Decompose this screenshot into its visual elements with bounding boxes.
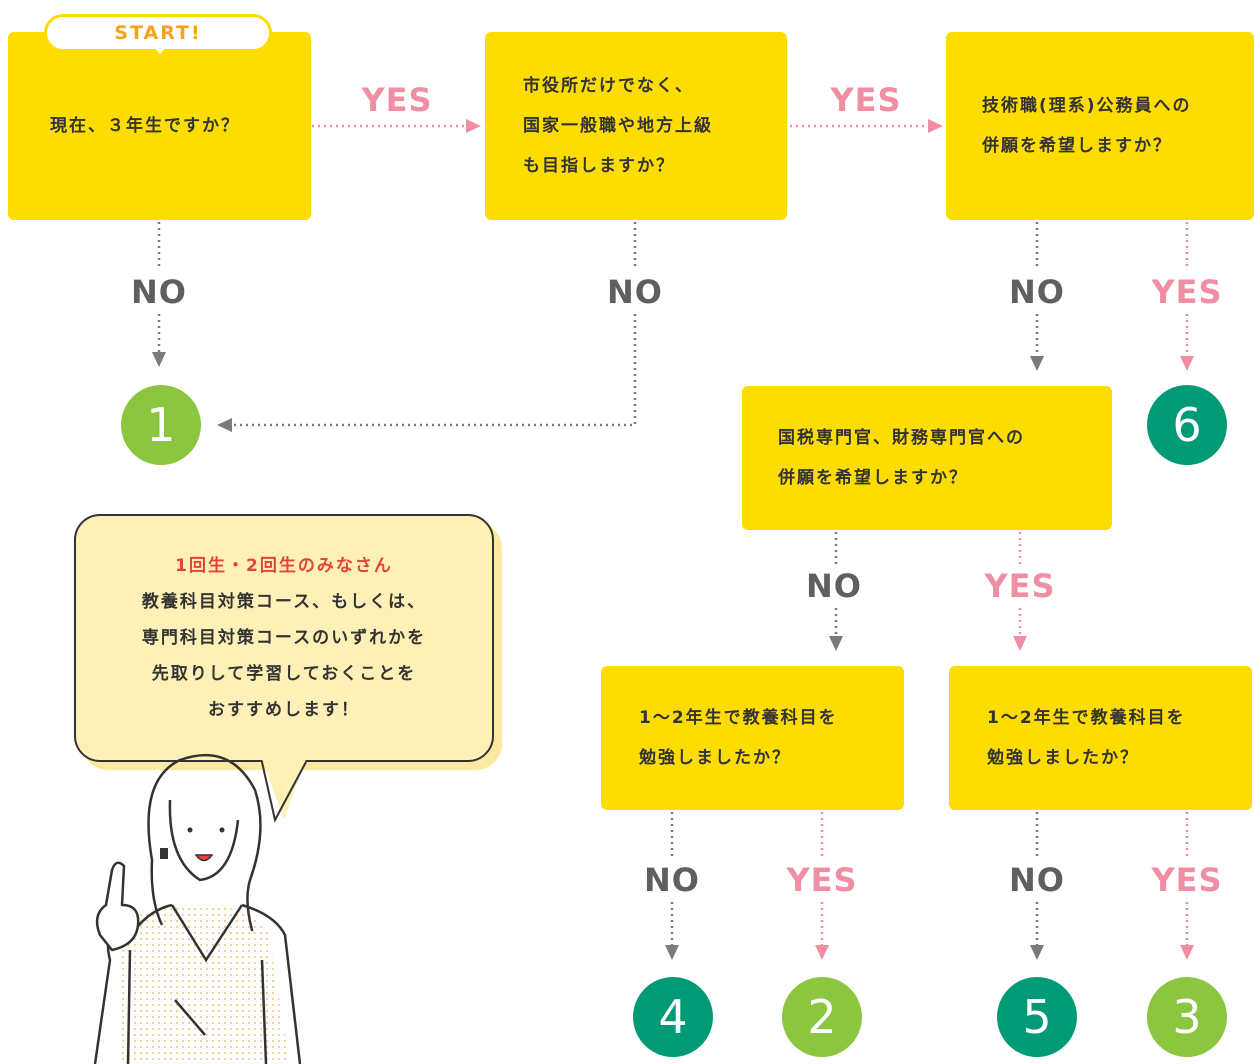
arrowhead-q6-no xyxy=(1030,945,1044,960)
result-2: 2 xyxy=(782,977,862,1057)
question-box-3: 技術職(理系)公務員への 併願を希望しますか？ xyxy=(946,32,1254,220)
question-box-6: 1〜2年生で教養科目を 勉強しましたか？ xyxy=(949,666,1252,810)
woman-eye-right xyxy=(219,827,225,833)
woman-collar xyxy=(170,904,244,963)
question-box-5: 1〜2年生で教養科目を 勉強しましたか？ xyxy=(601,666,904,810)
woman-hair xyxy=(147,753,262,932)
question-6-line-2: 勉強しましたか？ xyxy=(987,748,1139,768)
woman-arm-right xyxy=(260,959,268,1064)
woman-shirt-right xyxy=(206,905,290,1064)
result-1: 1 xyxy=(121,385,201,465)
woman-mouth xyxy=(194,854,214,862)
label-q2-yes: YES xyxy=(830,81,902,119)
arrowhead-q1-yes xyxy=(466,119,481,133)
speech-bubble-tail-outline xyxy=(261,761,307,823)
question-5-line-2: 勉強しましたか？ xyxy=(639,748,791,768)
arrowhead-q5-no xyxy=(665,945,679,960)
woman-face xyxy=(168,799,240,882)
question-box-1: 現在、３年生ですか？ xyxy=(8,32,311,220)
result-4: 4 xyxy=(633,977,713,1057)
question-2-line-2: 国家一般職や地方上級 xyxy=(523,116,713,136)
speech-bubble: 1回生・2回生のみなさん 教養科目対策コース、もしくは、 専門科目対策コースのい… xyxy=(74,514,494,762)
woman-body-left xyxy=(126,949,132,1064)
bubble-line-1: 教養科目対策コース、もしくは、 xyxy=(141,592,427,612)
woman-hair-left xyxy=(150,859,164,926)
question-3-line-2: 併願を希望しますか？ xyxy=(982,136,1172,156)
question-4-line-1: 国税専門官、財務専門官への xyxy=(778,428,1025,448)
connector-q2-no-path xyxy=(232,314,637,427)
woman-earring xyxy=(160,848,168,859)
bubble-heading: 1回生・2回生のみなさん xyxy=(175,556,393,576)
arrowhead-q1-no xyxy=(152,352,166,367)
bubble-line-2: 専門科目対策コースのいずれかを xyxy=(141,628,427,648)
label-q3-no: NO xyxy=(1009,273,1065,311)
label-q1-yes: YES xyxy=(361,81,433,119)
question-1-line-1: 現在、３年生ですか？ xyxy=(50,116,240,136)
question-4-line-2: 併願を希望しますか？ xyxy=(778,468,968,488)
question-6-line-1: 1〜2年生で教養科目を xyxy=(987,708,1186,728)
label-q6-no: NO xyxy=(1009,861,1065,899)
question-3-line-1: 技術職(理系)公務員への xyxy=(982,96,1192,116)
arrowhead-q4-yes xyxy=(1013,636,1027,651)
label-q1-no: NO xyxy=(131,273,187,311)
arrowhead-q3-yes xyxy=(1180,356,1194,371)
label-q3-yes: YES xyxy=(1151,273,1223,311)
arrowhead-q3-no xyxy=(1030,356,1044,371)
speech-bubble-tail xyxy=(262,759,306,820)
result-6: 6 xyxy=(1147,385,1227,465)
bubble-line-3: 先取りして学習しておくことを xyxy=(151,664,417,684)
result-5: 5 xyxy=(997,977,1077,1057)
label-q5-yes: YES xyxy=(786,861,858,899)
woman-sleeve-line xyxy=(174,999,206,1036)
label-q2-no: NO xyxy=(607,273,663,311)
woman-shirt xyxy=(120,905,206,1064)
start-badge-tail-inner xyxy=(155,48,165,54)
question-2-line-3: も目指しますか？ xyxy=(523,156,675,176)
bubble-line-4: おすすめします！ xyxy=(208,700,360,720)
question-5-line-1: 1〜2年生で教養科目を xyxy=(639,708,838,728)
label-q5-no: NO xyxy=(644,861,700,899)
arrowhead-q5-yes xyxy=(815,945,829,960)
label-q6-yes: YES xyxy=(1151,861,1223,899)
woman-hand xyxy=(95,861,140,952)
arrowhead-q4-no xyxy=(829,636,843,651)
woman-shoulder-right xyxy=(241,903,302,1064)
arrowhead-q2-no xyxy=(217,418,232,432)
arrowhead-q2-yes xyxy=(928,119,943,133)
label-q4-no: NO xyxy=(806,567,862,605)
result-3: 3 xyxy=(1147,977,1227,1057)
question-box-2: 市役所だけでなく、 国家一般職や地方上級 も目指しますか？ xyxy=(485,32,787,220)
arrowhead-q6-yes xyxy=(1180,945,1194,960)
label-q4-yes: YES xyxy=(984,567,1056,605)
woman-eye-left xyxy=(187,827,193,833)
question-2-line-1: 市役所だけでなく、 xyxy=(523,76,694,96)
question-box-4: 国税専門官、財務専門官への 併願を希望しますか？ xyxy=(742,386,1112,530)
